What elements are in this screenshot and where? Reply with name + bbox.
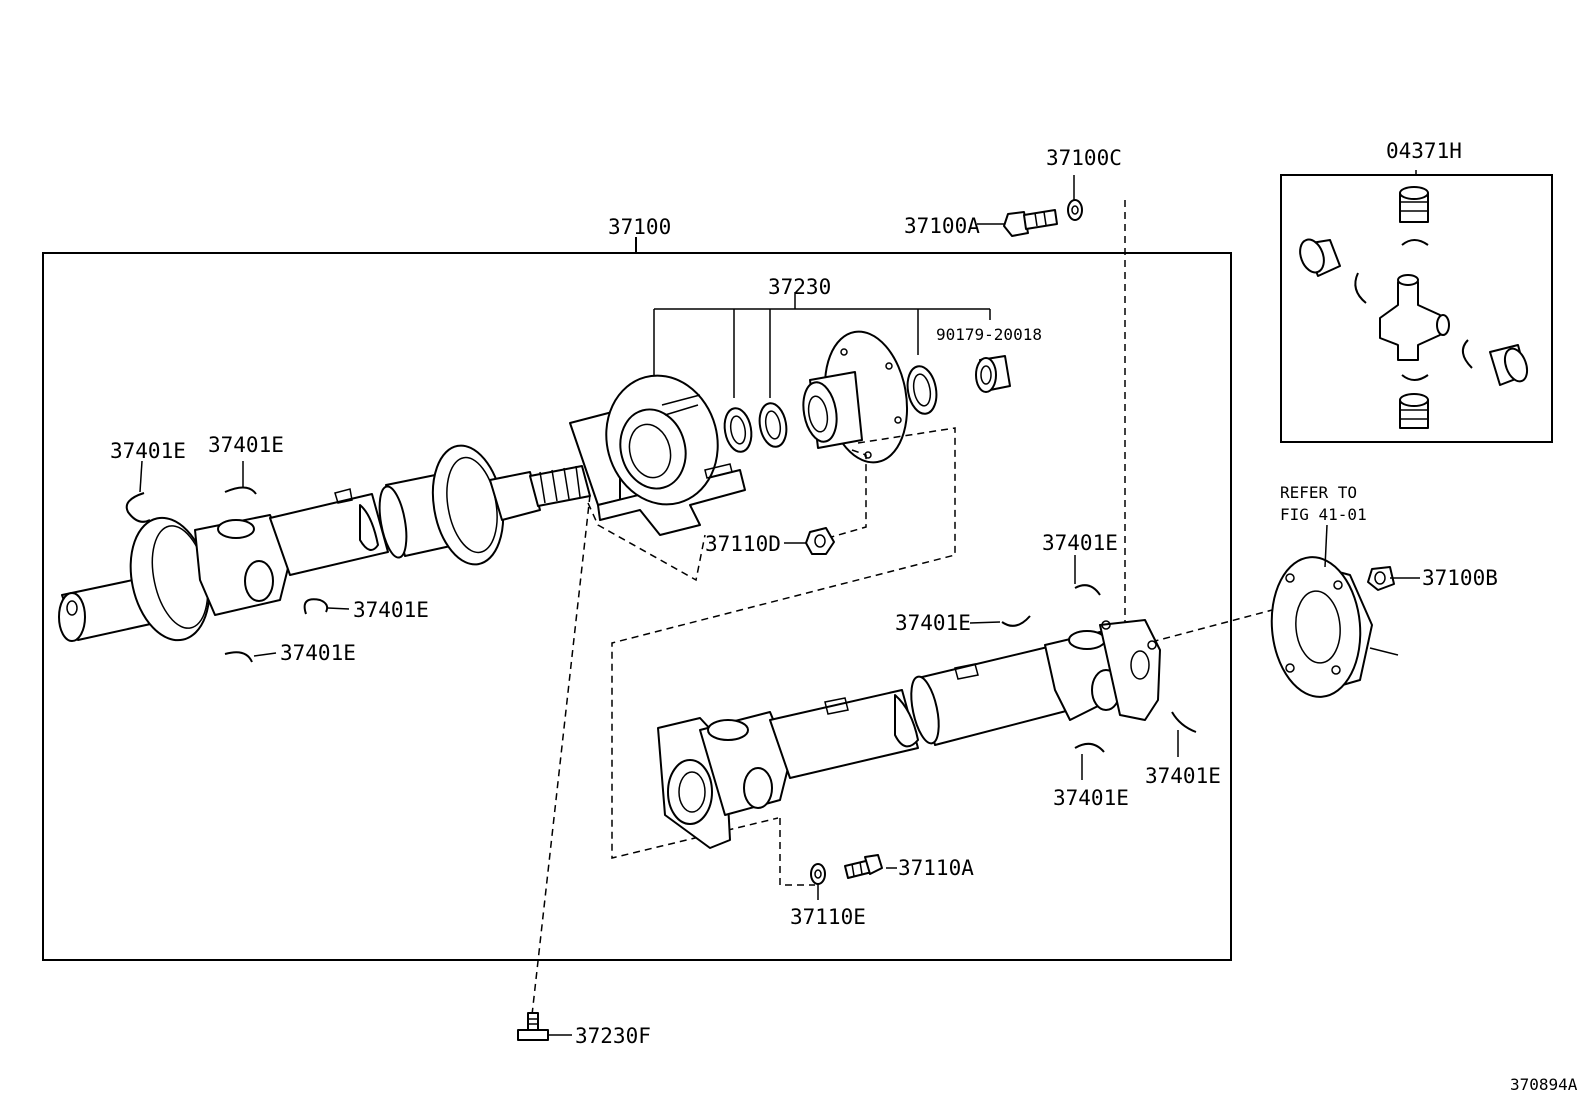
figure-code: 370894A bbox=[1510, 1075, 1578, 1094]
companion-flange bbox=[802, 330, 909, 464]
nut-37100b bbox=[1367, 566, 1395, 591]
snap-ring-1 bbox=[125, 492, 151, 523]
label-refer-line1: REFER TO bbox=[1280, 483, 1357, 502]
center-bearing bbox=[569, 374, 746, 536]
bolt-37100a bbox=[1003, 209, 1058, 237]
washer-37110e bbox=[810, 863, 826, 885]
label-37110d: 37110D bbox=[705, 532, 781, 556]
front-shaft bbox=[58, 444, 591, 642]
label-90179-20018: 90179-20018 bbox=[936, 325, 1042, 344]
snap-ring-5 bbox=[1074, 584, 1101, 596]
label-37401e-8: 37401E bbox=[1145, 764, 1221, 788]
washer-ring-1 bbox=[723, 407, 753, 453]
snap-ring-4 bbox=[224, 651, 253, 663]
label-37100c: 37100C bbox=[1046, 146, 1122, 170]
washer-ring-2 bbox=[758, 402, 788, 448]
label-37230f: 37230F bbox=[575, 1024, 651, 1048]
snap-ring-6 bbox=[1001, 615, 1031, 627]
label-37401e-5: 37401E bbox=[1042, 531, 1118, 555]
label-37100a: 37100A bbox=[904, 214, 980, 238]
label-37110e: 37110E bbox=[790, 905, 866, 929]
label-37401e-7: 37401E bbox=[1053, 786, 1129, 810]
spider-kit-contents bbox=[1299, 186, 1529, 429]
thrust-washer bbox=[906, 365, 938, 415]
label-37401e-3: 37401E bbox=[353, 598, 429, 622]
bolt-37230f bbox=[517, 1012, 549, 1041]
differential-flange bbox=[1270, 556, 1399, 698]
nut-37110d bbox=[805, 527, 835, 555]
label-refer-line2: FIG 41-01 bbox=[1280, 505, 1367, 524]
snap-ring-7 bbox=[1074, 742, 1105, 753]
seal-nut bbox=[975, 355, 1011, 393]
label-37401e-4: 37401E bbox=[280, 641, 356, 665]
snap-ring-8 bbox=[1171, 711, 1197, 733]
bolt-37110a bbox=[844, 854, 883, 879]
label-37401e-1: 37401E bbox=[110, 439, 186, 463]
label-37230: 37230 bbox=[768, 275, 831, 299]
label-04371h: 04371H bbox=[1386, 139, 1462, 163]
label-37100: 37100 bbox=[608, 215, 671, 239]
label-37401e-6: 37401E bbox=[895, 611, 971, 635]
label-37100b: 37100B bbox=[1422, 566, 1498, 590]
rear-shaft bbox=[657, 619, 1161, 849]
label-37110a: 37110A bbox=[898, 856, 974, 880]
snap-ring-3 bbox=[303, 598, 329, 615]
label-37401e-2: 37401E bbox=[208, 433, 284, 457]
washer-37100c bbox=[1067, 199, 1083, 221]
snap-ring-2 bbox=[224, 486, 257, 495]
